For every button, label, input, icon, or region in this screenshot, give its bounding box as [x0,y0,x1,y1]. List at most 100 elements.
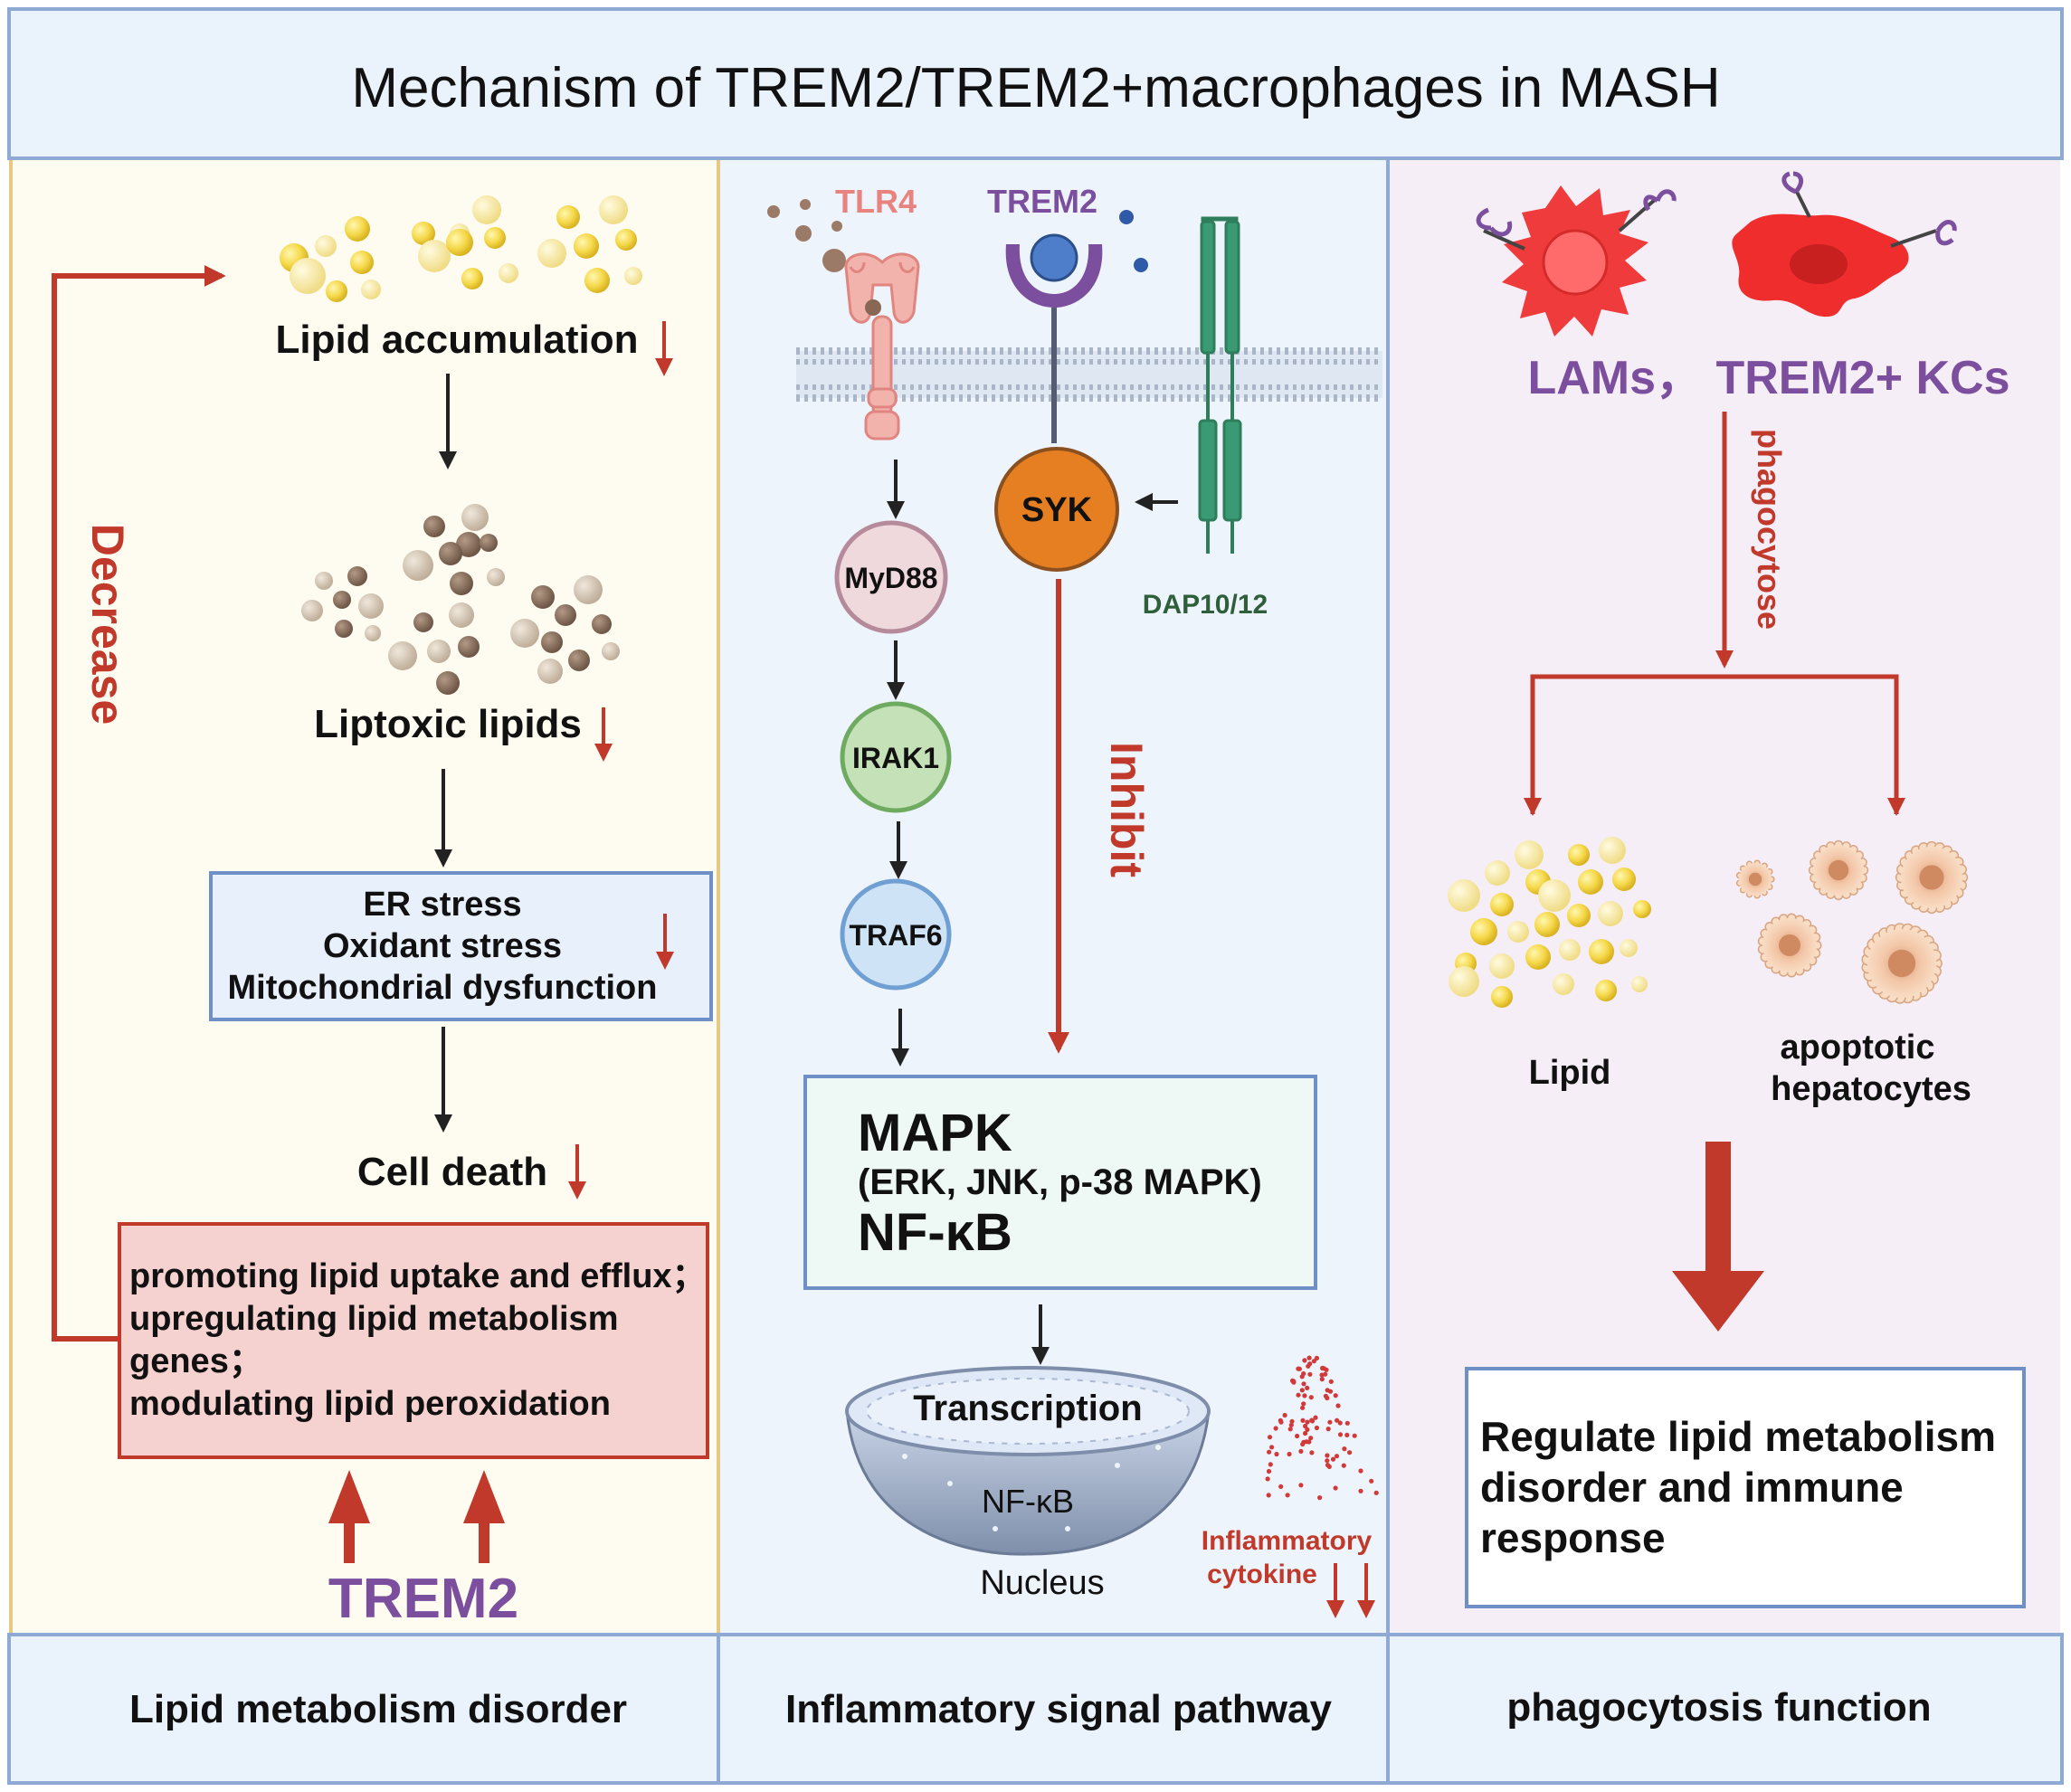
lipid-droplets-icon [280,195,642,302]
cytokine-dot [1342,1446,1347,1452]
cytokine-dot [1320,1365,1325,1370]
syk-node [994,447,1119,572]
dap10-12-label: DAP10/12 [1143,590,1268,620]
cytokine-dot [1335,1403,1341,1408]
cell-death-label: Cell death [357,1150,547,1194]
trem2-receptor-label: TREM2 [987,183,1097,220]
apoptotic-nucleus [1748,872,1762,887]
cytokine-dot [1265,1476,1270,1482]
trem2-kc-macrophage-icon [1732,171,1957,318]
trem2-receptor-icon [1005,233,1103,443]
cytokine-dot [1299,1374,1305,1380]
cytokine-dot [1325,1453,1330,1458]
traf6-node [840,878,952,991]
macrophage-types-label: LAMs， TREM2+ KCs [1527,352,2009,404]
cytokine-dot [1289,1378,1296,1383]
footer-inflammatory-pathway: Inflammatory signal pathway [785,1687,1332,1731]
stress-box [209,871,713,1021]
mapk-nfkb-box [803,1075,1317,1290]
cytokine-dot [1314,1355,1319,1361]
trem2-effect-line-1: promoting lipid uptake and efflux； [129,1257,707,1295]
title-bar [7,7,2064,160]
cytokine-dot [1273,1426,1278,1431]
cytokine-dot [1303,1423,1308,1429]
cell-membrane [796,347,1382,402]
cytokine-dot [1373,1490,1379,1495]
cytokine-dot [1300,1441,1306,1447]
cytokine-dot [1282,1412,1287,1418]
mapk-subtypes-label: (ERK, JNK, p-38 MAPK) [858,1162,1262,1202]
cytokine-dot [1344,1420,1350,1426]
cytokine-dot [1327,1419,1333,1425]
trem2-upregulation-arrows [328,1470,505,1563]
inhibit-label: Inhibit [1101,742,1152,877]
cytokine-dot [1337,1420,1343,1426]
nfkb-label: NF-κB [858,1203,1012,1262]
cytokine-dot [1306,1363,1311,1369]
branch-line [1530,674,1899,814]
cytokine-dot [1289,1418,1295,1424]
cytokine-dot [1335,1417,1340,1423]
cytokine-dot [1324,1367,1329,1372]
apoptotic-nucleus [1887,949,1916,978]
cytokine-dot [1325,1427,1331,1432]
apoptotic-nucleus [1779,934,1800,956]
cytokine-dot [1295,1433,1300,1439]
cytokine-dot [1266,1493,1271,1498]
cytokine-dot [1313,1415,1318,1420]
cytokine-dot [1285,1493,1290,1498]
cytokine-dot [1274,1451,1279,1457]
cytokine-dot [1306,1355,1312,1361]
cytokine-dot [1297,1366,1302,1371]
footer-bar [7,1633,2064,1785]
inflammatory-cytokine-dots [1265,1355,1379,1501]
cytokine-dot [1296,1392,1301,1398]
cytokine-dot [1352,1433,1357,1438]
cytokine-dot [1287,1427,1293,1432]
cytokine-dot [1267,1435,1273,1440]
cytokine-dot [1300,1417,1306,1423]
cytokine-dot [1278,1484,1284,1489]
traf6-label: TRAF6 [849,919,942,952]
result-line-1: Regulate lipid metabolism [1480,1413,1996,1460]
apoptotic-label-line-2: hepatocytes [1771,1070,1971,1108]
cytokine-dot [1268,1462,1273,1467]
irak1-node [840,701,952,813]
phagocytosed-lipid-icon [1448,837,1651,1008]
cytokine-dot [1307,1371,1313,1377]
apoptotic-hepatocytes-icon [1735,839,1969,1004]
decrease-label: Decrease [82,524,133,725]
lam-macrophage-icon [1476,185,1677,337]
cytokine-dot [1309,1417,1315,1423]
stress-line-3: Mitochondrial dysfunction [228,969,658,1007]
cytokine-dot [1333,1485,1338,1491]
cytokine-dot [1344,1432,1350,1437]
cytokine-dot [1330,1456,1336,1462]
myd88-node [834,520,948,634]
result-down-arrow [1672,1142,1764,1332]
cytokine-dot [1325,1463,1331,1468]
cytokine-dot [1300,1405,1306,1410]
cytokine-dot [1369,1478,1374,1484]
cytokine-dot [1305,1419,1310,1425]
cytokine-dot [1303,1430,1308,1436]
cytokine-dot [1305,1385,1310,1390]
trem2-effect-line-3: genes； [129,1342,263,1380]
cytokine-dot [1267,1449,1272,1455]
cytokine-dot [1301,1381,1306,1387]
result-line-3: response [1480,1514,1666,1561]
footer-lipid-metabolism: Lipid metabolism disorder [129,1687,627,1731]
lipid-accumulation-label: Lipid accumulation [276,318,639,362]
cytokine-dot [1337,1432,1344,1437]
stress-line-2: Oxidant stress [323,927,562,965]
result-line-2: disorder and immune [1480,1464,1904,1511]
cytokine-dot [1341,1463,1346,1468]
cytokine-dot [1314,1425,1319,1431]
apoptotic-label-line-1: apoptotic [1781,1029,1935,1067]
liptoxic-lipids-icon [301,504,620,695]
nucleus-nfkb-label: NF-κB [982,1483,1074,1520]
result-box [1465,1367,2026,1608]
cytokine-dot [1358,1468,1363,1474]
cytokine-dot [1269,1445,1275,1450]
nucleus-icon [845,1366,1211,1556]
